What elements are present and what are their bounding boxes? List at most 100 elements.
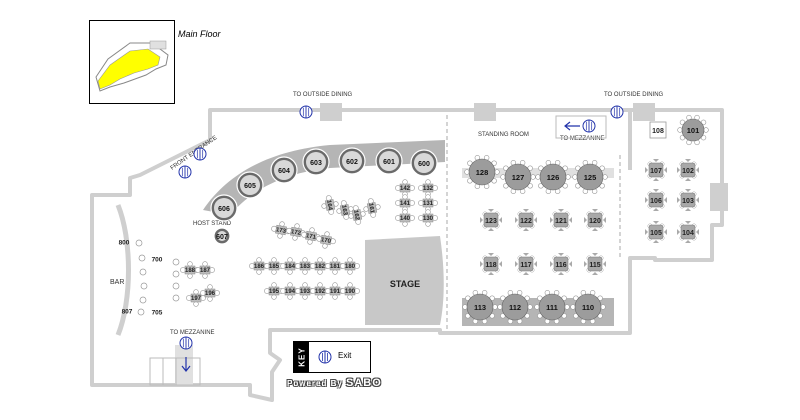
table-161[interactable]: 161 xyxy=(362,197,382,219)
to-outside-dining-label: TO OUTSIDE DINING xyxy=(604,92,664,98)
exit-icon xyxy=(179,336,193,350)
table-number: 142 xyxy=(400,186,411,192)
table-number: 125 xyxy=(584,173,597,182)
table-120[interactable]: 120 xyxy=(584,209,606,231)
exit-icon xyxy=(193,147,207,161)
table-number: 188 xyxy=(185,268,196,274)
table-190[interactable]: 190 xyxy=(340,282,360,300)
table-number: 102 xyxy=(682,168,694,175)
table-number: 161 xyxy=(367,203,375,215)
table-162[interactable]: 162 xyxy=(347,204,367,226)
table-number: 170 xyxy=(320,237,332,245)
table-116[interactable]: 116 xyxy=(550,253,572,275)
exits xyxy=(178,105,624,350)
booth-table-603[interactable]: 603 xyxy=(302,148,330,176)
round-table-126[interactable]: 126 xyxy=(535,160,571,194)
round-table-101[interactable]: 101 xyxy=(677,114,709,146)
stage xyxy=(365,236,444,325)
round-table-111[interactable]: 111 xyxy=(534,290,570,324)
bar-label: BAR xyxy=(110,279,124,286)
column xyxy=(474,103,496,121)
booth-table-604[interactable]: 604 xyxy=(270,156,298,184)
table-180[interactable]: 180 xyxy=(340,257,360,275)
table-number: 184 xyxy=(285,264,296,270)
table-197[interactable]: 197 xyxy=(186,289,206,307)
table-107[interactable]: 107 xyxy=(645,159,667,181)
table-106[interactable]: 106 xyxy=(645,189,667,211)
table-104[interactable]: 104 xyxy=(677,221,699,243)
table-number: 101 xyxy=(687,126,700,135)
column xyxy=(175,345,193,385)
table-108[interactable]: 108 xyxy=(649,121,667,139)
exit-icon xyxy=(318,350,332,364)
booth-table-602[interactable]: 602 xyxy=(338,147,366,175)
to-outside-dining-label: TO OUTSIDE DINING xyxy=(293,92,353,98)
table-130[interactable]: 130 xyxy=(418,209,438,227)
table-141[interactable]: 141 xyxy=(395,194,415,212)
round-table-112[interactable]: 112 xyxy=(497,290,533,324)
table-number: 600 xyxy=(418,161,430,168)
table-123[interactable]: 123 xyxy=(480,209,502,231)
table-103[interactable]: 103 xyxy=(677,189,699,211)
table-number: 111 xyxy=(546,303,558,312)
booth-table-606[interactable]: 606 xyxy=(210,194,238,222)
table-140[interactable]: 140 xyxy=(395,209,415,227)
round-table-127[interactable]: 127 xyxy=(500,160,536,194)
table-121[interactable]: 121 xyxy=(550,209,572,231)
table-132[interactable]: 132 xyxy=(418,179,438,197)
booth-table-601[interactable]: 601 xyxy=(375,147,403,175)
to-mezzanine-label: TO MEZZANINE xyxy=(170,330,215,336)
round-table-125[interactable]: 125 xyxy=(572,160,608,194)
table-142[interactable]: 142 xyxy=(395,179,415,197)
round-table-113[interactable]: 113 xyxy=(462,290,498,324)
minimap-floor-shape xyxy=(95,40,169,92)
column xyxy=(710,183,728,211)
table-number: 112 xyxy=(509,303,521,312)
table-number: 171 xyxy=(305,233,317,241)
table-105[interactable]: 105 xyxy=(645,221,667,243)
table-number: 193 xyxy=(300,289,311,295)
table-number: 115 xyxy=(589,262,600,269)
booth-table-600[interactable]: 600 xyxy=(410,149,438,177)
exit-icon xyxy=(299,105,313,119)
table-number: 607 xyxy=(216,234,228,241)
bar-stool xyxy=(139,296,147,304)
table-187[interactable]: 187 xyxy=(195,261,215,279)
table-102[interactable]: 102 xyxy=(677,159,699,181)
booth-table-607[interactable]: 607 xyxy=(213,227,231,245)
table-122[interactable]: 122 xyxy=(515,209,537,231)
powered-by: Powered By SABO xyxy=(287,377,382,389)
table-131[interactable]: 131 xyxy=(418,194,438,212)
table-196[interactable]: 196 xyxy=(200,284,220,302)
table-173[interactable]: 173 xyxy=(270,220,292,240)
booth-table-605[interactable]: 605 xyxy=(236,171,264,199)
table-number: 104 xyxy=(682,230,694,237)
table-number: 122 xyxy=(520,218,532,225)
table-118[interactable]: 118 xyxy=(480,253,502,275)
table-172[interactable]: 172 xyxy=(285,222,307,242)
stage-label: STAGE xyxy=(390,279,420,289)
table-117[interactable]: 117 xyxy=(515,253,537,275)
bar-stool xyxy=(137,308,145,316)
table-number: 604 xyxy=(278,168,290,175)
table-164[interactable]: 164 xyxy=(320,194,340,216)
host-stand-label: HOST STAND xyxy=(193,221,232,227)
table-number: 120 xyxy=(589,218,601,225)
standing-room-label: STANDING ROOM xyxy=(478,132,529,138)
table-181[interactable]: 181 xyxy=(325,257,345,275)
table-170[interactable]: 170 xyxy=(315,230,337,250)
table-number: 197 xyxy=(191,296,202,302)
table-number: 602 xyxy=(346,159,358,166)
walls xyxy=(90,108,724,402)
table-number: 105 xyxy=(650,230,662,237)
round-table-110[interactable]: 110 xyxy=(570,290,606,324)
table-number: 108 xyxy=(652,128,664,135)
bar-stool xyxy=(139,268,147,276)
round-table-128[interactable]: 128 xyxy=(464,155,500,189)
column xyxy=(320,103,342,121)
table-163[interactable]: 163 xyxy=(335,199,355,221)
key-exit-label: Exit xyxy=(338,351,352,360)
table-number: 128 xyxy=(476,168,489,177)
seat-number: 807 xyxy=(122,309,133,316)
table-115[interactable]: 115 xyxy=(584,253,606,275)
